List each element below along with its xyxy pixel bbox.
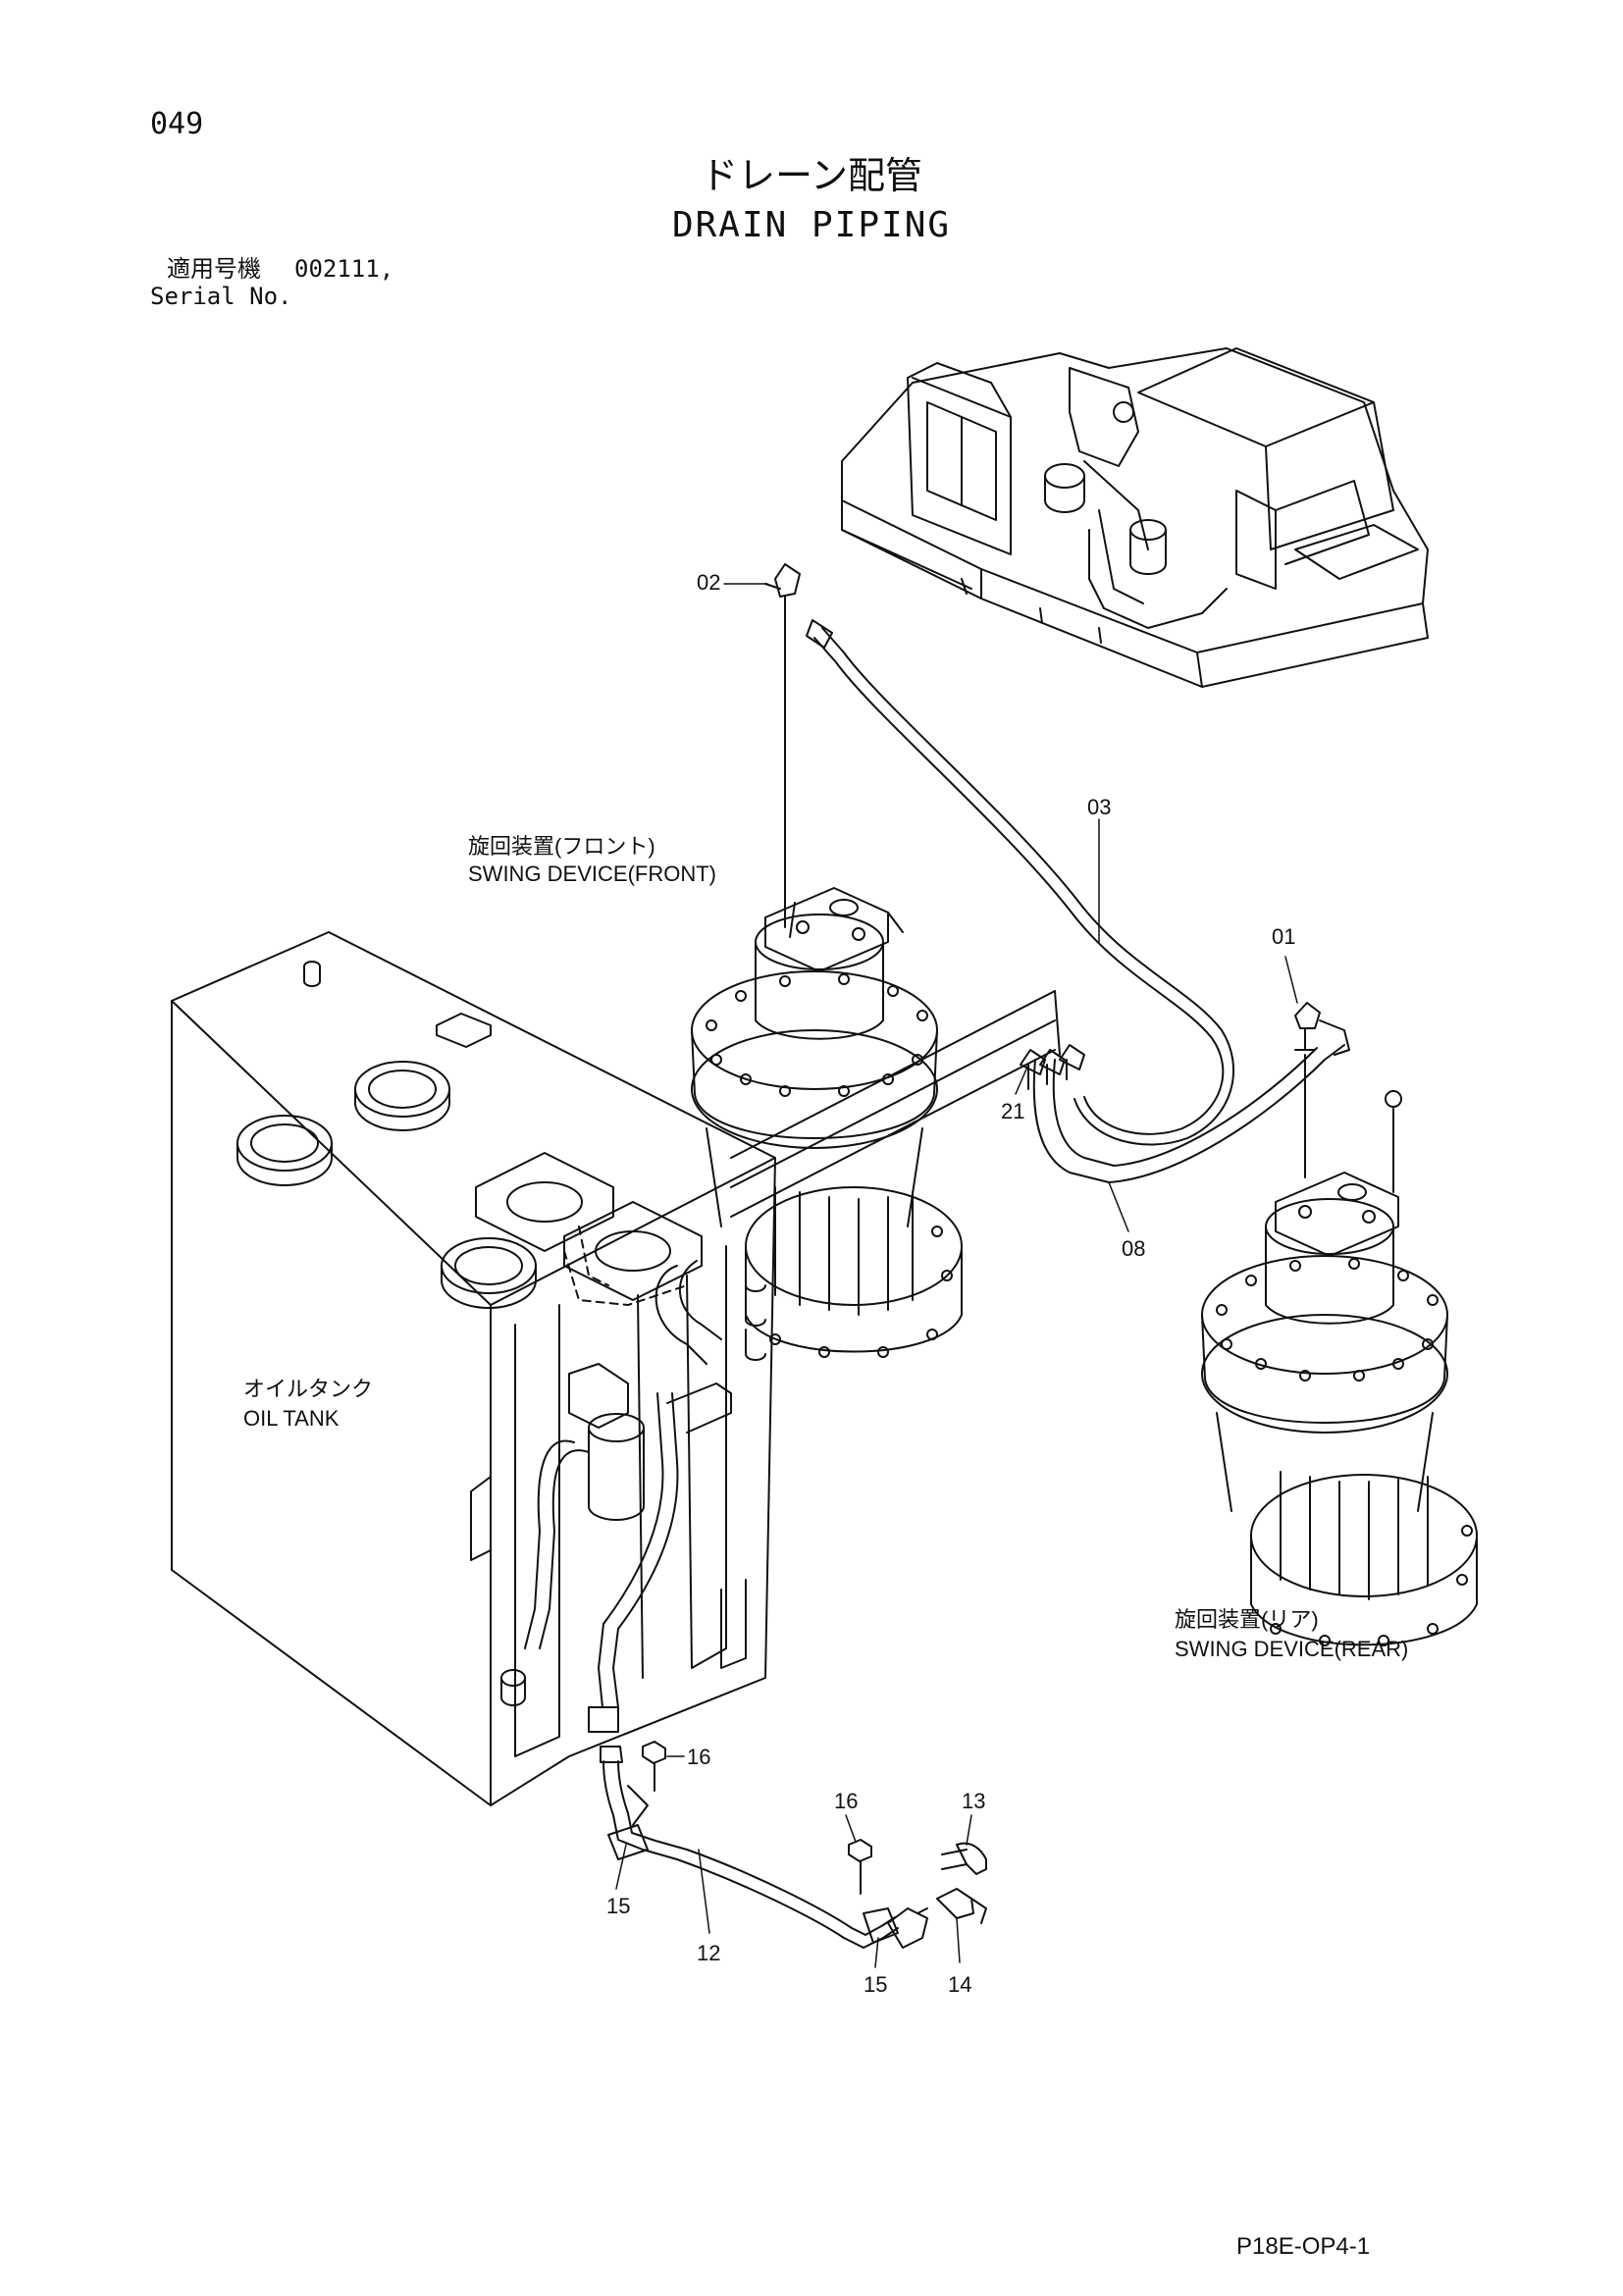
serial-label-japanese: 適用号機 (167, 255, 261, 283)
drain-hoses (601, 564, 1349, 1948)
callout-16-right: 16 (834, 1789, 859, 1813)
swing-device-rear-illustration (1202, 1091, 1477, 1645)
callout-21: 21 (1001, 1099, 1025, 1123)
drawing-code: P18E-OP4-1 (1236, 2233, 1371, 2260)
page-number: 049 (150, 107, 204, 141)
serial-value: 002111, (294, 255, 394, 283)
oil-tank-label-en: OIL TANK (243, 1406, 340, 1431)
callout-15-right: 15 (864, 1972, 888, 1997)
callout-01: 01 (1272, 924, 1296, 949)
oil-tank-label-jp: オイルタンク (243, 1377, 374, 1401)
swing-device-rear-label-en: SWING DEVICE(REAR) (1175, 1637, 1409, 1661)
callout-16-left: 16 (687, 1745, 711, 1769)
callout-03: 03 (1087, 795, 1112, 819)
swing-device-front-illustration (692, 888, 1060, 1357)
callout-leader-lines (616, 584, 1297, 1967)
oil-tank-illustration (172, 932, 775, 1805)
swing-device-front-label-jp: 旋回装置(フロント) (468, 834, 655, 859)
callout-02: 02 (697, 570, 721, 595)
title-japanese: ドレーン配管 (700, 154, 923, 197)
serial-label-english: Serial No. (150, 283, 292, 310)
callout-08: 08 (1122, 1236, 1146, 1261)
title-english: DRAIN PIPING (671, 205, 952, 245)
callout-12: 12 (697, 1941, 721, 1965)
callout-15-left: 15 (606, 1894, 631, 1918)
callout-14: 14 (948, 1972, 972, 1997)
machine-overview-illustration (842, 348, 1428, 687)
callout-13: 13 (962, 1789, 986, 1813)
swing-device-front-label-en: SWING DEVICE(FRONT) (468, 861, 716, 886)
swing-device-rear-label-jp: 旋回装置(リア) (1175, 1607, 1319, 1632)
